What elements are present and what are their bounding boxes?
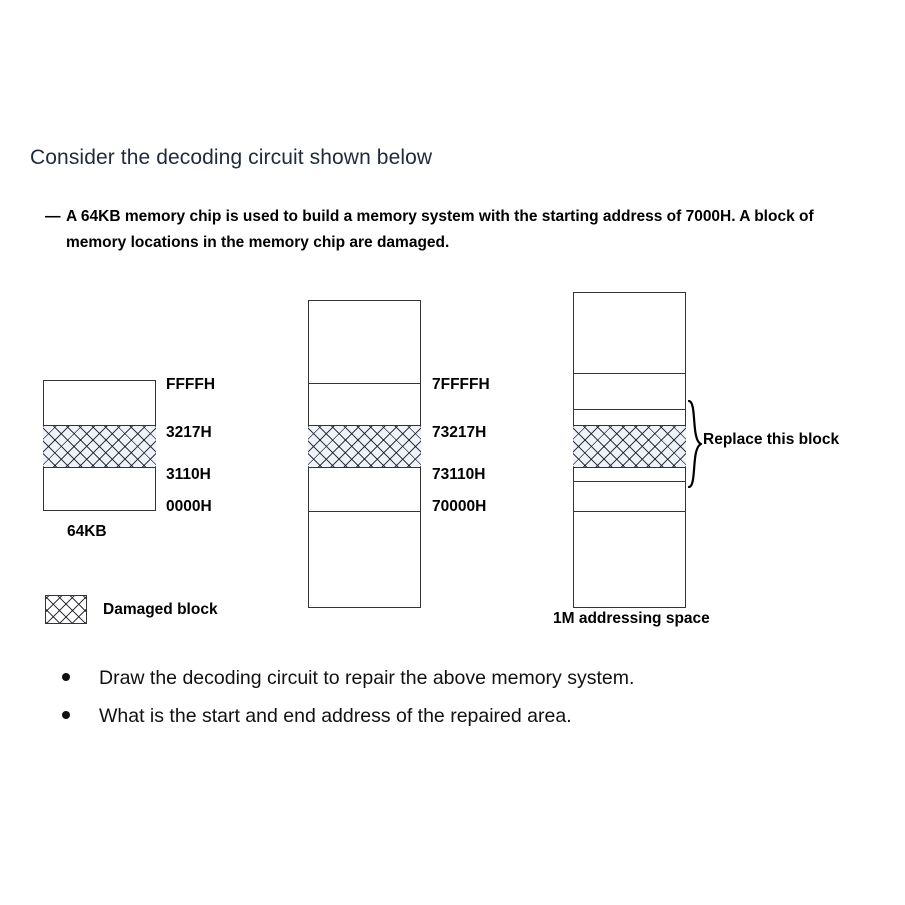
system-divider-top — [308, 383, 421, 384]
system-divider-bottom — [308, 511, 421, 512]
legend-damaged-label: Damaged block — [103, 601, 218, 618]
system-label-damaged-start: 73110H — [432, 466, 486, 483]
damaged-block-swatch-icon — [45, 595, 87, 624]
system-label-top: 7FFFFH — [432, 376, 490, 393]
replace-block-annotation: Replace this block — [703, 431, 840, 448]
chip-caption: 64KB — [67, 523, 107, 540]
chip-label-damaged-end: 3217H — [166, 424, 212, 441]
curly-brace-icon — [687, 400, 703, 488]
system-label-bottom: 70000H — [432, 498, 487, 515]
chip-label-top: FFFFH — [166, 376, 216, 393]
task-text: Draw the decoding circuit to repair the … — [99, 667, 635, 689]
bullet-dot-icon — [62, 711, 70, 719]
chip-label-damaged-start: 3110H — [166, 466, 211, 483]
problem-statement-text: A 64KB memory chip is used to build a me… — [66, 208, 814, 251]
address-space-divider-1 — [573, 373, 686, 374]
address-space-caption: 1M addressing space — [553, 610, 710, 627]
address-space-divider-2 — [573, 409, 686, 410]
problem-statement: — A 64KB memory chip is used to build a … — [45, 204, 825, 256]
chip-memory-box — [43, 380, 156, 511]
address-space-divider-3 — [573, 481, 686, 482]
system-memory-box — [308, 300, 421, 608]
page-title: Consider the decoding circuit shown belo… — [30, 146, 433, 169]
chip-damaged-block — [43, 425, 156, 468]
address-space-box — [573, 292, 686, 608]
task-text: What is the start and end address of the… — [99, 705, 572, 727]
bullet-dot-icon — [62, 673, 70, 681]
address-space-damaged-block — [573, 425, 686, 468]
task-list: Draw the decoding circuit to repair the … — [62, 664, 862, 740]
list-item: Draw the decoding circuit to repair the … — [62, 664, 862, 702]
system-damaged-block — [308, 425, 421, 468]
system-label-damaged-end: 73217H — [432, 424, 487, 441]
address-space-divider-4 — [573, 511, 686, 512]
list-item: What is the start and end address of the… — [62, 702, 862, 740]
chip-label-bottom: 0000H — [166, 498, 212, 515]
em-dash-bullet-icon: — — [45, 208, 61, 225]
